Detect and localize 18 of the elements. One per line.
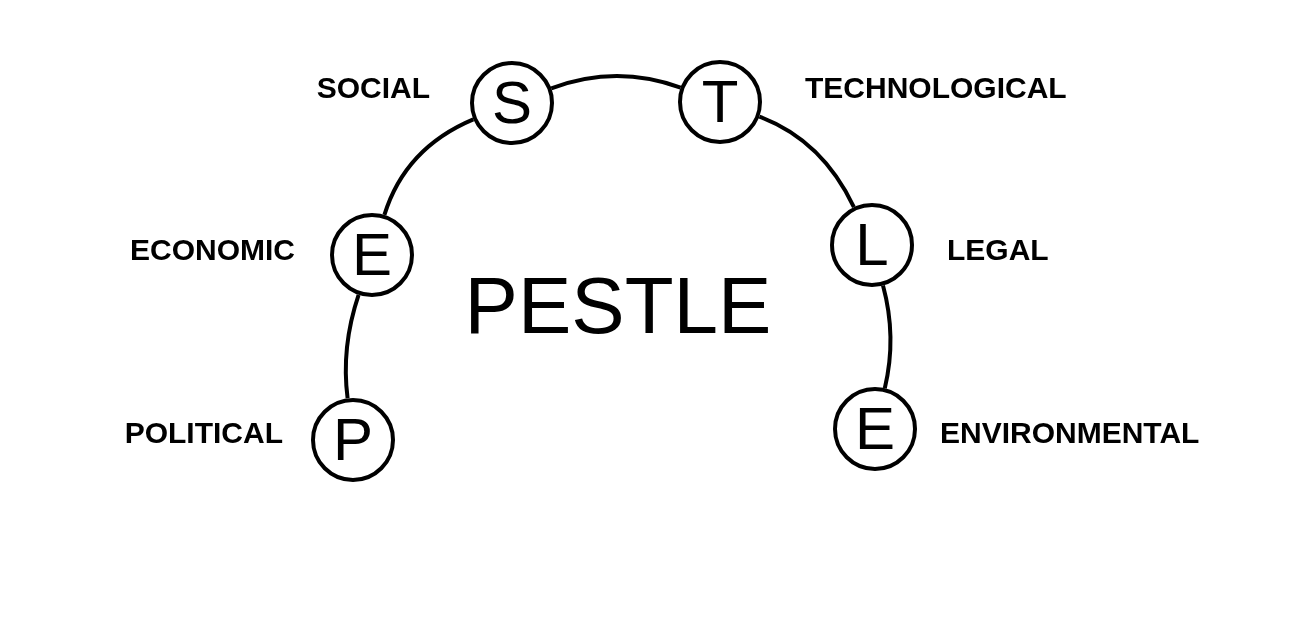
factor-label: LEGAL bbox=[947, 235, 1049, 265]
letter-circle: T bbox=[678, 60, 762, 144]
connector-line bbox=[550, 74, 682, 91]
factor-label: SOCIAL bbox=[316, 73, 430, 103]
connector-line bbox=[343, 294, 361, 399]
factor-label: ENVIRONMENTAL bbox=[940, 418, 1200, 448]
factor-label: TECHNOLOGICAL bbox=[805, 73, 1067, 103]
factor-label: ECONOMIC bbox=[130, 235, 295, 265]
letter-circle: L bbox=[830, 203, 914, 287]
connector-line bbox=[881, 285, 893, 389]
diagram-title: PESTLE bbox=[464, 266, 772, 346]
letter-circle: E bbox=[330, 213, 414, 297]
letter-circle: S bbox=[470, 61, 554, 145]
letter-circle: E bbox=[833, 387, 917, 471]
connector-line bbox=[382, 117, 475, 216]
factor-label: POLITICAL bbox=[124, 418, 283, 448]
letter-circle: P bbox=[311, 398, 395, 482]
connector-line bbox=[758, 114, 856, 208]
